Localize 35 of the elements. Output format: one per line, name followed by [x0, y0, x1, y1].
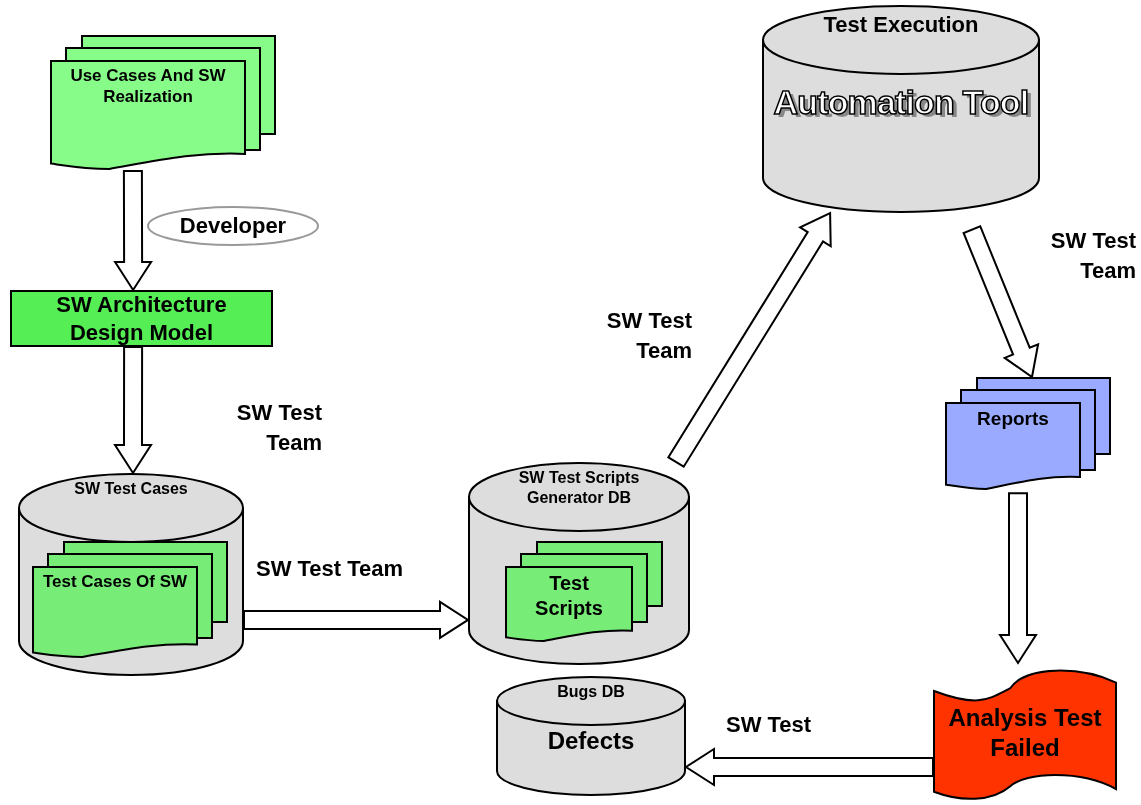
- node-label: Developer: [179, 212, 287, 240]
- edge-label: SW Test Team: [1049, 227, 1136, 285]
- database-cylinder: [496, 676, 686, 796]
- block-arrow: [113, 346, 153, 475]
- document-stack: [50, 35, 276, 171]
- node-label: Test Execution: [822, 11, 980, 39]
- node-label: Analysis Test Failed: [947, 703, 1103, 763]
- node-label: Reports: [976, 407, 1050, 431]
- node-label: Use Cases And SW Realization: [69, 65, 227, 108]
- document-stack: [505, 541, 663, 643]
- block-arrow: [998, 492, 1038, 665]
- block-arrow: [667, 211, 832, 469]
- database-cylinder: [18, 473, 244, 676]
- edge-label: SW Test: [726, 711, 813, 739]
- document-stack: [945, 377, 1111, 491]
- node-label: Test Cases Of SW: [41, 571, 189, 593]
- block-arrow: [243, 600, 470, 640]
- node-label: SW Test Scripts Generator DB: [517, 468, 641, 508]
- block-arrow: [113, 170, 153, 292]
- node-label: Test Scripts: [534, 571, 604, 621]
- node-label: SW Test Cases: [73, 479, 189, 499]
- node-label: Automation Tool: [773, 81, 1029, 123]
- database-cylinder: [762, 5, 1040, 213]
- document-stack: [32, 541, 228, 659]
- node-label: Defects: [547, 726, 635, 756]
- edge-label: SW Test Team: [256, 555, 405, 583]
- edge-label: SW Test Team: [235, 399, 322, 457]
- block-arrow: [684, 747, 934, 787]
- block-arrow: [962, 224, 1040, 379]
- role-ellipse: [147, 206, 319, 246]
- database-cylinder: [468, 462, 690, 665]
- edge-label: SW Test Team: [605, 307, 692, 365]
- process-box: [10, 290, 273, 347]
- node-label: SW Architecture Design Model: [55, 291, 228, 346]
- node-label: Bugs DB: [556, 682, 626, 702]
